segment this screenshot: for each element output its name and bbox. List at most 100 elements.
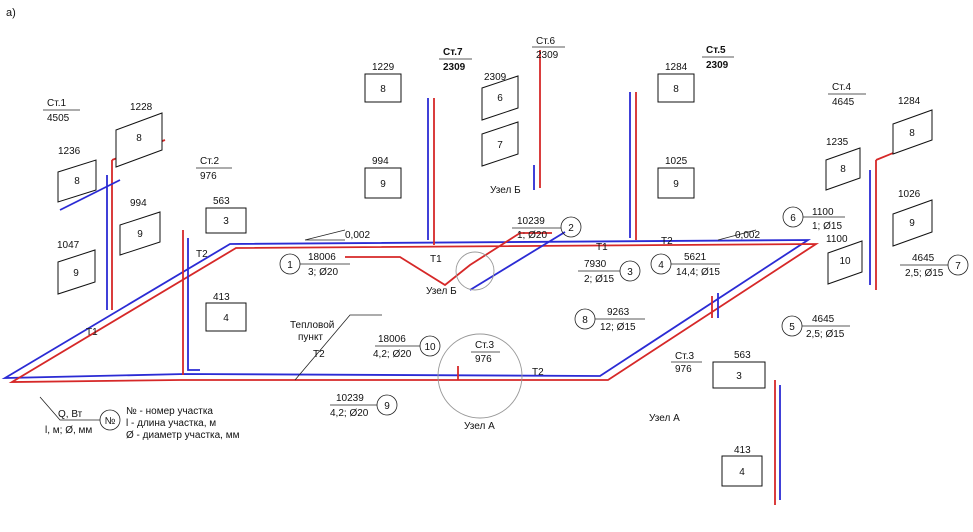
svg-text:1047: 1047: [57, 240, 80, 251]
svg-text:7: 7: [955, 261, 961, 272]
svg-text:1; Ø20: 1; Ø20: [517, 230, 547, 241]
radiator-994-st1: 9 994: [119, 198, 161, 256]
slope-left: 0,002: [345, 230, 370, 241]
pipe-t1-heat: Т1: [430, 254, 442, 265]
svg-text:976: 976: [200, 171, 217, 182]
radiator-413-st2: 4 413: [205, 292, 247, 332]
svg-text:1236: 1236: [58, 146, 81, 157]
riser-st3-label: Ст.3 976: [671, 351, 702, 375]
svg-text:Ø - диаметр участка, мм: Ø - диаметр участка, мм: [126, 430, 240, 441]
svg-text:1228: 1228: [130, 102, 153, 113]
section-1: 1 18006 3; Ø20: [279, 252, 350, 278]
svg-text:7: 7: [497, 140, 503, 151]
svg-text:Ст.3: Ст.3: [475, 340, 494, 351]
svg-text:976: 976: [475, 354, 492, 365]
riser-st7-label: Ст.7 2309: [439, 47, 472, 73]
pipe-t2-st2: Т2: [196, 249, 208, 260]
radiator-413-st3: 4 413: [721, 445, 763, 487]
svg-text:3; Ø20: 3; Ø20: [308, 267, 338, 278]
radiator-1284-st4: 8 1284: [892, 96, 933, 155]
svg-text:№ - номер участка: № - номер участка: [126, 406, 213, 417]
section-5: 5 4645 2,5; Ø15: [781, 314, 850, 340]
riser-st1-label: Ст.1 4505: [43, 98, 80, 124]
svg-text:6: 6: [790, 213, 796, 224]
svg-text:Ст.3: Ст.3: [675, 351, 694, 362]
svg-text:563: 563: [734, 350, 751, 361]
svg-text:1100: 1100: [826, 234, 848, 245]
svg-text:2309: 2309: [536, 50, 559, 61]
svg-text:12; Ø15: 12; Ø15: [600, 322, 636, 333]
section-2: 2 10239 1; Ø20: [512, 216, 582, 241]
node-b-circle: Узел Б Узел Б: [426, 185, 521, 297]
svg-text:№: №: [105, 416, 116, 427]
svg-text:Ст.7: Ст.7: [443, 47, 463, 58]
svg-text:l, м; Ø, мм: l, м; Ø, мм: [45, 425, 92, 436]
svg-text:Узел Б: Узел Б: [490, 185, 521, 196]
svg-text:Ст.6: Ст.6: [536, 36, 555, 47]
radiator-1228: 8 1228: [115, 102, 163, 168]
svg-text:1284: 1284: [665, 62, 688, 73]
svg-text:7930: 7930: [584, 259, 607, 270]
svg-text:9: 9: [73, 268, 79, 279]
svg-text:4645: 4645: [812, 314, 835, 325]
radiator-1026: 9 1026: [892, 189, 933, 247]
svg-text:1025: 1025: [665, 156, 688, 167]
svg-text:2,5; Ø15: 2,5; Ø15: [905, 268, 944, 279]
svg-text:18006: 18006: [378, 334, 406, 345]
figure-letter: а): [6, 7, 16, 19]
section-3: 3 7930 2; Ø15: [578, 259, 641, 285]
radiator-1229: 8 1229: [364, 62, 402, 103]
svg-text:1; Ø15: 1; Ø15: [812, 221, 842, 232]
slope-right: 0,002: [735, 230, 760, 241]
svg-text:8: 8: [74, 176, 80, 187]
svg-text:4,2; Ø20: 4,2; Ø20: [373, 349, 412, 360]
section-4: 4 5621 14,4; Ø15: [650, 252, 720, 278]
riser-st3-node-label: Ст.3 976: [471, 340, 500, 365]
svg-text:10239: 10239: [336, 393, 364, 404]
svg-text:10: 10: [424, 342, 436, 353]
svg-text:9: 9: [909, 218, 915, 229]
pipe-t1-left: Т1: [86, 327, 98, 338]
riser-st2-label: Ст.2 976: [196, 156, 232, 182]
svg-text:3: 3: [627, 267, 633, 278]
svg-text:9: 9: [137, 229, 143, 240]
svg-text:Ст.4: Ст.4: [832, 82, 851, 93]
svg-text:2309: 2309: [706, 60, 729, 71]
svg-text:9263: 9263: [607, 307, 630, 318]
pipe-t1-right: Т1: [596, 242, 608, 253]
riser-st6-label: Ст.6 2309: [532, 36, 565, 61]
radiator-1100: 10 1100: [826, 234, 863, 285]
svg-text:3: 3: [736, 371, 742, 382]
svg-text:994: 994: [130, 198, 147, 209]
svg-text:1: 1: [287, 260, 293, 271]
svg-text:2: 2: [568, 223, 574, 234]
svg-text:18006: 18006: [308, 252, 336, 263]
node-a-circle: Узел А Узел А: [437, 333, 680, 432]
svg-text:Ст.5: Ст.5: [706, 45, 726, 56]
svg-text:4,2; Ø20: 4,2; Ø20: [330, 408, 369, 419]
svg-text:1229: 1229: [372, 62, 395, 73]
svg-text:4645: 4645: [832, 97, 855, 108]
svg-text:2; Ø15: 2; Ø15: [584, 274, 614, 285]
svg-text:8: 8: [136, 133, 142, 144]
svg-text:1026: 1026: [898, 189, 921, 200]
radiator-7: 7: [481, 121, 519, 167]
legend: № Q, Вт l, м; Ø, мм № - номер участка l …: [39, 396, 240, 441]
radiator-1284-st5: 8 1284: [657, 62, 695, 103]
svg-text:976: 976: [675, 364, 692, 375]
section-9: 9 10239 4,2; Ø20: [330, 393, 398, 419]
svg-text:3: 3: [223, 216, 229, 227]
svg-text:4: 4: [739, 467, 745, 478]
svg-text:6: 6: [497, 93, 503, 104]
svg-text:l - длина участка, м: l - длина участка, м: [126, 418, 216, 429]
svg-text:8: 8: [909, 128, 915, 139]
svg-text:Q, Вт: Q, Вт: [58, 409, 83, 420]
svg-text:Ст.2: Ст.2: [200, 156, 219, 167]
svg-text:Узел А: Узел А: [649, 413, 680, 424]
section-6: 6 1100 1; Ø15: [782, 206, 845, 232]
svg-text:9: 9: [384, 401, 390, 412]
svg-text:8: 8: [582, 315, 588, 326]
svg-text:2309: 2309: [443, 62, 466, 73]
radiator-994-st7: 9 994: [364, 156, 402, 199]
